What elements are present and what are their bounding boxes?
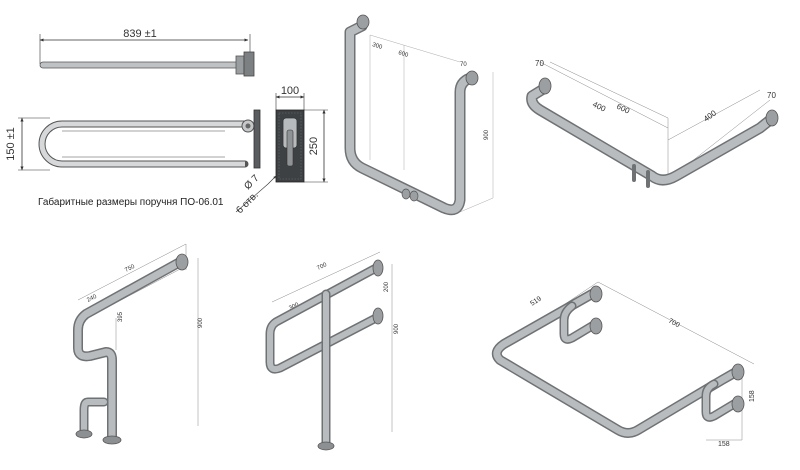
- plate-width-label: 100: [281, 85, 299, 97]
- fw-dim-b: 240: [86, 294, 98, 304]
- corner-tube: [527, 84, 774, 184]
- t-floor-flange: [317, 441, 335, 451]
- corner-tube-outline: [526, 82, 776, 186]
- t-handrail-drawing: 700 300 200 900: [265, 251, 400, 451]
- corner-flange-left: [538, 77, 552, 95]
- corner-handrail-drawing: 70 400 600 400 70: [526, 59, 779, 188]
- t-flange-upper: [372, 259, 384, 277]
- length-label: 839 ±1: [123, 28, 157, 40]
- corner-dim-c: 600: [615, 102, 631, 116]
- frame-flange-3: [731, 363, 745, 381]
- drawing-caption: Габаритные размеры поручня ПО-06.01: [38, 197, 224, 208]
- u-dim-a: 300: [371, 42, 383, 51]
- u-tube-outline: [344, 20, 476, 216]
- t-dim-c: 200: [384, 281, 390, 292]
- depth-label: 150 ±1: [5, 127, 17, 161]
- floor-wall-handrail-drawing: 750 240 395 900: [73, 243, 204, 445]
- corner-flange-right: [765, 109, 779, 127]
- plate-front-drawing: 100 250 Ø 7 6 отв.: [234, 85, 328, 216]
- frame-dim-a: 519: [529, 295, 543, 307]
- fw-floor-flange-a: [102, 435, 122, 445]
- side-tube-outline: [38, 120, 249, 168]
- corner-dim-e: 70: [767, 91, 776, 100]
- frame-tube-outline: [491, 289, 741, 438]
- fw-dim-c: 395: [118, 311, 124, 322]
- frame-flange-4: [731, 395, 745, 413]
- frame-dim-c: 158: [749, 390, 756, 402]
- fw-dim-h: 900: [198, 317, 204, 328]
- top-plate: [243, 51, 255, 77]
- hole-diameter-label: Ø 7: [242, 173, 261, 192]
- u-dim-c: 70: [460, 62, 467, 68]
- fw-tube: [74, 258, 184, 440]
- fw-dim-a: 750: [124, 264, 136, 274]
- corner-dim-a: 70: [535, 59, 544, 68]
- plate-height-label: 250: [308, 137, 320, 155]
- t-tube: [267, 265, 379, 373]
- u-flange-top: [356, 14, 370, 30]
- t-dim-h: 900: [394, 323, 400, 334]
- frame-tube: [493, 290, 740, 437]
- u-tube: [346, 22, 474, 214]
- frame-flange-1: [589, 285, 603, 303]
- corner-dim-b: 400: [591, 100, 607, 114]
- side-view-drawing: 150 ±1: [5, 109, 261, 171]
- top-view-drawing: 839 ±1: [39, 28, 255, 77]
- holes-count-label: 6 отв.: [234, 190, 260, 216]
- fw-floor-flange-b: [75, 429, 93, 439]
- u-handrail-drawing: 300 600 70 900: [344, 14, 494, 216]
- frame-flange-2: [589, 317, 603, 335]
- frame-handrail-drawing: 519 700 158 158: [491, 281, 756, 448]
- u-flange-right: [465, 70, 479, 86]
- frame-dim-b: 700: [667, 318, 681, 330]
- u-dim-h: 900: [484, 129, 490, 140]
- fw-flange-wall: [175, 253, 189, 271]
- u-dim-b: 600: [397, 50, 409, 59]
- top-hinge: [235, 55, 245, 75]
- corner-dim-d: 400: [702, 108, 719, 123]
- top-tube: [39, 61, 241, 69]
- side-tube: [39, 121, 245, 167]
- side-plate: [253, 109, 261, 169]
- t-flange-lower: [372, 307, 384, 325]
- t-dim-a: 700: [316, 262, 328, 272]
- frame-dim-d: 158: [718, 441, 730, 448]
- t-dim-b: 300: [288, 302, 300, 312]
